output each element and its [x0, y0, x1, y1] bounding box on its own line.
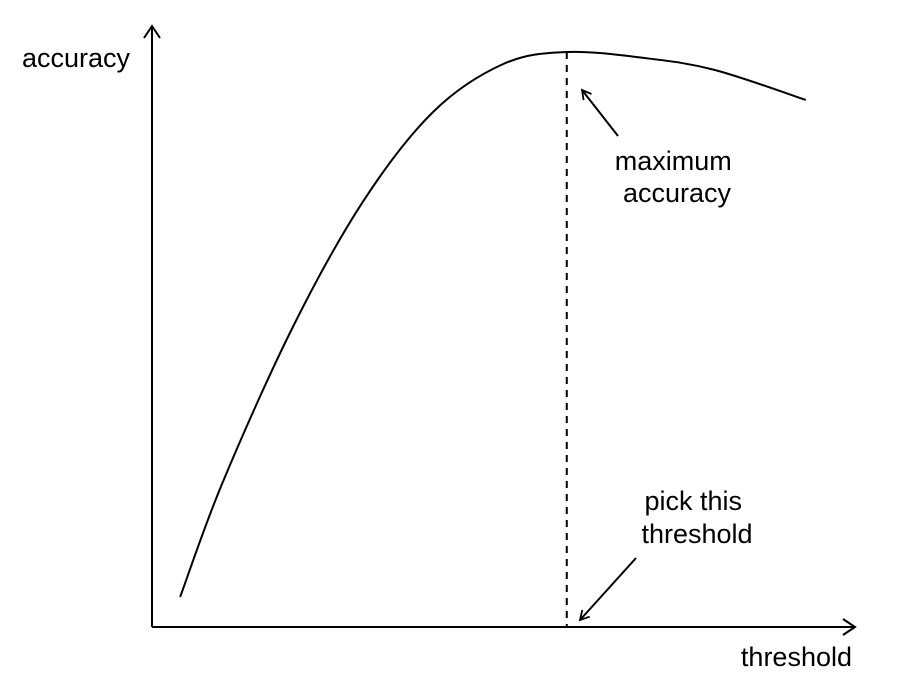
- max-accuracy-arrow: [580, 88, 619, 137]
- max-accuracy-label-line-1: maximum: [615, 146, 732, 176]
- pick-threshold-label-line-1: pick this: [644, 486, 742, 516]
- pick-threshold-arrow: [578, 557, 637, 622]
- y-axis-arrowhead: [143, 24, 161, 39]
- y-axis-label: accuracy: [22, 43, 131, 73]
- pick-threshold-label: pick this threshold: [641, 486, 752, 549]
- pick-threshold-label-line-2: threshold: [641, 519, 752, 549]
- x-axis-label: threshold: [741, 642, 852, 672]
- max-accuracy-label-line-2: accuracy: [623, 178, 732, 208]
- accuracy-curve: [179, 50, 807, 598]
- x-axis-arrowhead: [842, 618, 857, 636]
- max-accuracy-label: maximum accuracy: [615, 146, 740, 208]
